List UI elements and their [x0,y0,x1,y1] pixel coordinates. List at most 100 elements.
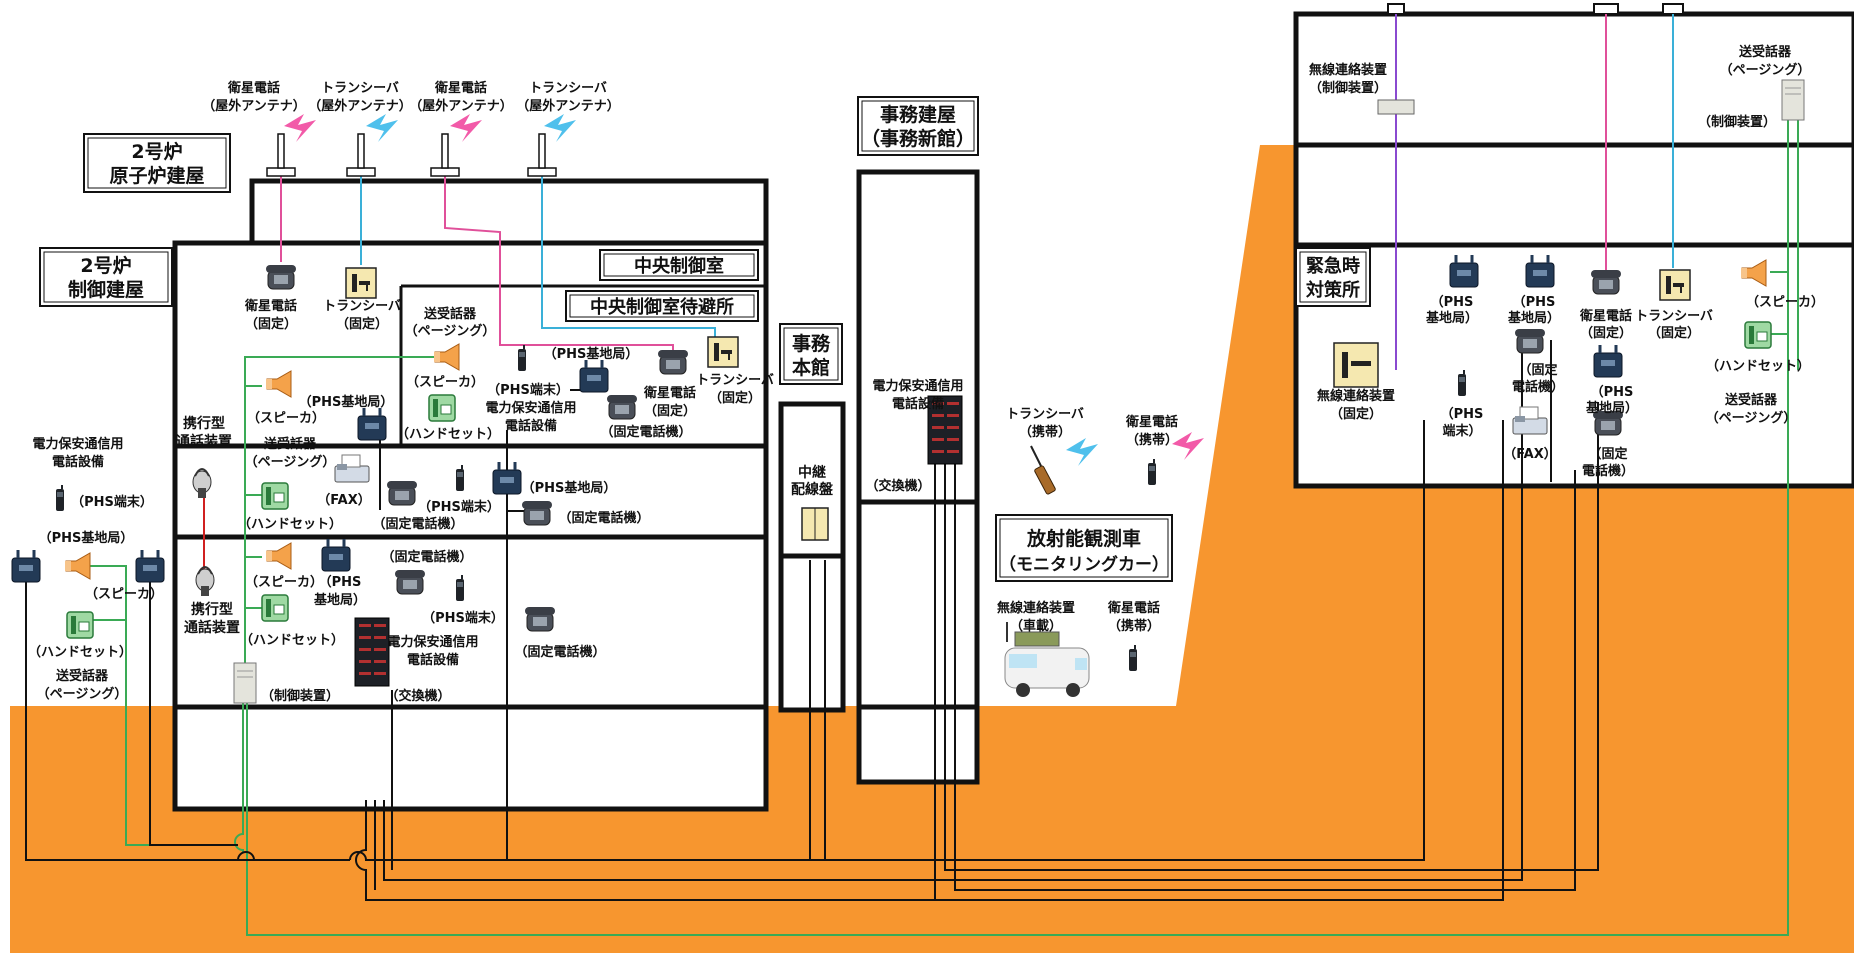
svg-text:中継: 中継 [798,464,826,481]
roof-antenna-tr-2 [527,133,557,177]
phs-base-station-icon [134,548,166,584]
handset-icon [1744,321,1772,349]
svg-text:（ページング）: （ページング） [245,454,336,470]
svg-text:基地局）: 基地局） [313,592,366,608]
svg-text:緊急時: 緊急時 [1306,255,1360,277]
svg-text:対策所: 対策所 [1305,279,1360,301]
svg-text:放射能観測車: 放射能観測車 [1026,527,1141,550]
svg-text:（固定電話機）: （固定電話機） [600,424,691,440]
svg-text:（PHS基地局）: （PHS基地局） [522,480,617,496]
svg-text:無線連絡装置: 無線連絡装置 [1317,388,1395,404]
svg-text:携行型: 携行型 [183,415,225,432]
svg-text:事務: 事務 [792,332,831,355]
svg-text:（PHS: （PHS [319,574,362,590]
svg-text:（スピーカ）: （スピーカ） [247,410,325,426]
svg-text:中央制御室: 中央制御室 [634,255,724,277]
svg-text:通話装置: 通話装置 [176,433,232,450]
svg-text:（スピーカ）: （スピーカ） [1746,294,1824,310]
svg-text:（PHS端末）: （PHS端末） [487,382,569,398]
svg-text:本館: 本館 [792,356,830,379]
control-building-title: 2号炉 制御建屋 [39,247,173,307]
wiring [25,14,1799,936]
office-building-title: 事務建屋 （事務新館） [857,96,979,156]
svg-text:（ページング）: （ページング） [37,686,128,702]
svg-text:（固定）: （固定） [245,316,297,332]
svg-text:（PHS: （PHS [1431,294,1474,310]
main-office-title: 事務 本館 [779,323,843,385]
handset-icon [261,594,289,622]
svg-text:（スピーカ）: （スピーカ） [245,574,323,590]
monitoring-car-title: 放射能観測車 （モニタリングカー） [995,514,1173,582]
svg-text:衛星電話: 衛星電話 [643,385,696,401]
svg-text:電話機）: 電話機） [1512,379,1564,395]
svg-text:電力保安通信用: 電力保安通信用 [485,400,576,416]
svg-text:（モニタリングカー）: （モニタリングカー） [999,554,1169,575]
svg-text:（ページング）: （ページング） [1706,410,1797,426]
equipment-labels: 衛星電話 （屋外アンテナ） トランシーバ （屋外アンテナ） 衛星電話 （屋外アン… [28,44,1824,704]
svg-text:（携帯）: （携帯） [1108,618,1160,634]
svg-text:送受話器: 送受話器 [423,306,477,322]
svg-text:（固定）: （固定） [336,316,388,332]
reactor-building [249,178,769,246]
svg-text:（ハンドセット）: （ハンドセット） [396,426,500,442]
roof-antenna-tr-1 [346,133,376,177]
transceiver-signal-icon [1066,438,1098,466]
svg-text:（屋外アンテナ）: （屋外アンテナ） [308,98,411,114]
svg-text:（屋外アンテナ）: （屋外アンテナ） [409,98,512,114]
svg-text:事務建屋: 事務建屋 [880,103,956,126]
svg-text:（交換機）: （交換機） [385,688,450,704]
svg-text:（固定）: （固定） [1648,325,1700,341]
svg-text:（PHS: （PHS [1441,406,1484,422]
svg-text:（制御装置）: （制御装置） [1698,114,1776,130]
reactor-title-line1: 2号炉 [131,140,182,163]
satellite-phone-portable-icon [1128,644,1138,672]
svg-text:トランシーバ: トランシーバ [1635,309,1713,324]
satellite-signal-icon [284,114,316,142]
main-office-building [778,401,846,713]
svg-text:衛星電話: 衛星電話 [1107,600,1160,616]
svg-text:（携帯）: （携帯） [1019,424,1071,440]
svg-text:無線連絡装置: 無線連絡装置 [997,600,1075,616]
svg-text:（スピーカ）: （スピーカ） [406,374,484,390]
svg-text:（交換機）: （交換機） [865,478,930,494]
fixed-phone-icon [521,500,553,526]
transceiver-signal-icon [544,114,576,142]
phs-terminal-icon [55,484,65,512]
wireless-fixed-icon [1333,342,1379,388]
roof-tr1-label: トランシーバ [321,81,399,96]
svg-text:（固定）: （固定） [1330,406,1382,422]
svg-text:電話設備: 電話設備 [505,418,557,434]
handset-icon [428,394,456,422]
svg-text:電力保安通信用: 電力保安通信用 [32,436,123,452]
svg-text:（PHS: （PHS [1591,384,1634,400]
fixed-phone-icon [386,480,418,506]
satellite-signal-icon [450,114,482,142]
svg-text:（制御装置）: （制御装置） [1309,80,1387,96]
svg-text:送受話器: 送受話器 [263,436,317,452]
svg-text:基地局）: 基地局） [1507,310,1560,326]
svg-text:（事務新館）: （事務新館） [861,127,975,150]
control-title-line1: 2号炉 [80,254,131,277]
fixed-phone-icon [524,606,556,632]
satellite-phone-portable-icon [1147,458,1157,486]
control-device-icon [233,662,257,704]
evacuation-room-label: 中央制御室待避所 [565,290,759,322]
svg-text:（ハンドセット）: （ハンドセット） [238,516,342,532]
monitoring-car-icon [1004,622,1090,697]
svg-text:中央制御室待避所: 中央制御室待避所 [590,296,734,318]
phs-base-station-icon [10,548,42,584]
svg-text:（PHS端末）: （PHS端末） [418,499,500,515]
svg-text:（スピーカ）: （スピーカ） [85,586,163,602]
handset-icon [261,482,289,510]
svg-text:基地局）: 基地局） [1585,400,1638,416]
svg-text:（制御装置）: （制御装置） [261,688,339,704]
reactor-building-title: 2号炉 原子炉建屋 [83,133,231,193]
svg-text:（屋外アンテナ）: （屋外アンテナ） [516,98,619,114]
roof-antenna-sat-1 [266,133,296,177]
svg-text:（携帯）: （携帯） [1126,432,1178,448]
svg-text:トランシーバ: トランシーバ [323,299,401,314]
roof-sat2-label: 衛星電話 [434,80,487,96]
relay-panel-label: 中継 配線盤 [791,464,834,498]
svg-text:送受話器: 送受話器 [55,668,109,684]
